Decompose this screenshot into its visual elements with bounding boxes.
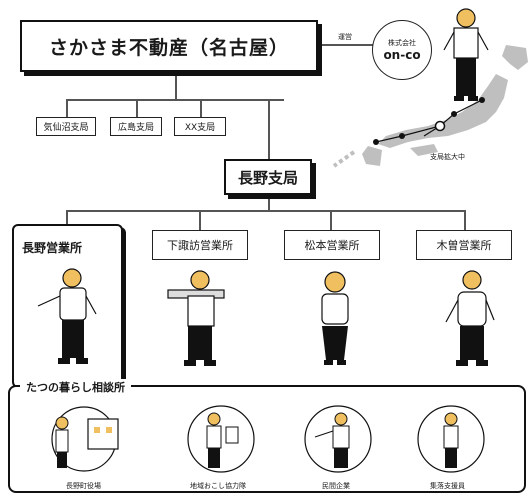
consult-member-1 (44, 405, 124, 477)
company-name: on-co (383, 48, 421, 62)
office-drop-2 (199, 210, 201, 230)
operator-label: 運営 (338, 33, 352, 41)
hq-to-operator-line (320, 44, 375, 46)
honshu-shape (378, 74, 508, 148)
map-node-hq (434, 120, 446, 132)
nagano-office-title: 長野営業所 (22, 241, 83, 255)
consult-member-label-1: 長野町役場 (66, 482, 101, 490)
operator-company-circle: 株式会社 on-co (372, 20, 432, 80)
dashed-islands (332, 150, 356, 168)
japan-map-illustration (332, 45, 528, 168)
kiso-office-label: 木曽営業所 (436, 239, 492, 252)
trunk-to-regional (268, 99, 270, 159)
office-drop-4 (464, 210, 466, 230)
map-caption: 支局拡大中 (430, 153, 465, 161)
consult-title: たつの暮らし相談所 (20, 379, 131, 395)
matsumoto-office-label: 松本営業所 (304, 239, 360, 252)
branch-label-3: XX支局 (184, 123, 216, 133)
consult-member-label-4: 集落支援員 (430, 482, 465, 490)
matsumoto-staff-illustration (321, 271, 349, 365)
consult-member-label-2: 地域おこし協力隊 (190, 482, 246, 490)
nagano-staff-illustration (37, 268, 97, 364)
regional-down-line (268, 196, 270, 211)
map-node-4 (479, 97, 485, 103)
branch-box-2: 広島支局 (110, 117, 162, 136)
branch-drop-1 (66, 99, 68, 117)
kyushu-shape (362, 146, 382, 166)
shikoku-shape (410, 144, 438, 156)
branch-drop-3 (200, 99, 202, 117)
branch-label-2: 広島支局 (117, 123, 154, 133)
branch-label-1: 気仙沼支局 (43, 123, 89, 133)
map-node-3 (451, 111, 457, 117)
branch-drop-2 (136, 99, 138, 117)
consult-member-label-3: 民間企業 (322, 482, 350, 490)
private-company-illustration (304, 405, 372, 473)
regional-box: 長野支局 (224, 159, 312, 195)
town-hall-illustration (51, 406, 119, 472)
office-drop-3 (330, 210, 332, 230)
offices-bus-line (66, 210, 464, 212)
map-node-2 (399, 133, 405, 139)
matsumoto-office-box: 松本営業所 (284, 230, 380, 260)
village-support-illustration (417, 405, 485, 473)
branch-box-1: 気仙沼支局 (36, 117, 96, 136)
branch-box-3: XX支局 (174, 117, 226, 136)
hq-title: さかさま不動産（名古屋） (48, 36, 289, 59)
office-drop-1 (66, 210, 68, 224)
regional-cooperator-illustration (187, 405, 255, 473)
branches-bus-line (66, 99, 284, 101)
nagano-office-panel: 長野営業所 (12, 224, 123, 388)
shimosuwa-office-box: 下諏訪営業所 (152, 230, 248, 260)
kiso-office-box: 木曽営業所 (416, 230, 512, 260)
staff-figure-illustration (443, 8, 489, 101)
hq-box: さかさま不動産（名古屋） (20, 20, 318, 72)
shimosuwa-staff-illustration (167, 270, 225, 366)
regional-title: 長野支局 (237, 168, 298, 187)
map-node-1 (373, 139, 379, 145)
hq-trunk-line (175, 72, 177, 100)
company-prefix: 株式会社 (388, 39, 416, 47)
shimosuwa-office-label: 下諏訪営業所 (167, 239, 233, 252)
hokkaido-shape (502, 45, 528, 70)
kiso-staff-illustration (445, 270, 495, 366)
